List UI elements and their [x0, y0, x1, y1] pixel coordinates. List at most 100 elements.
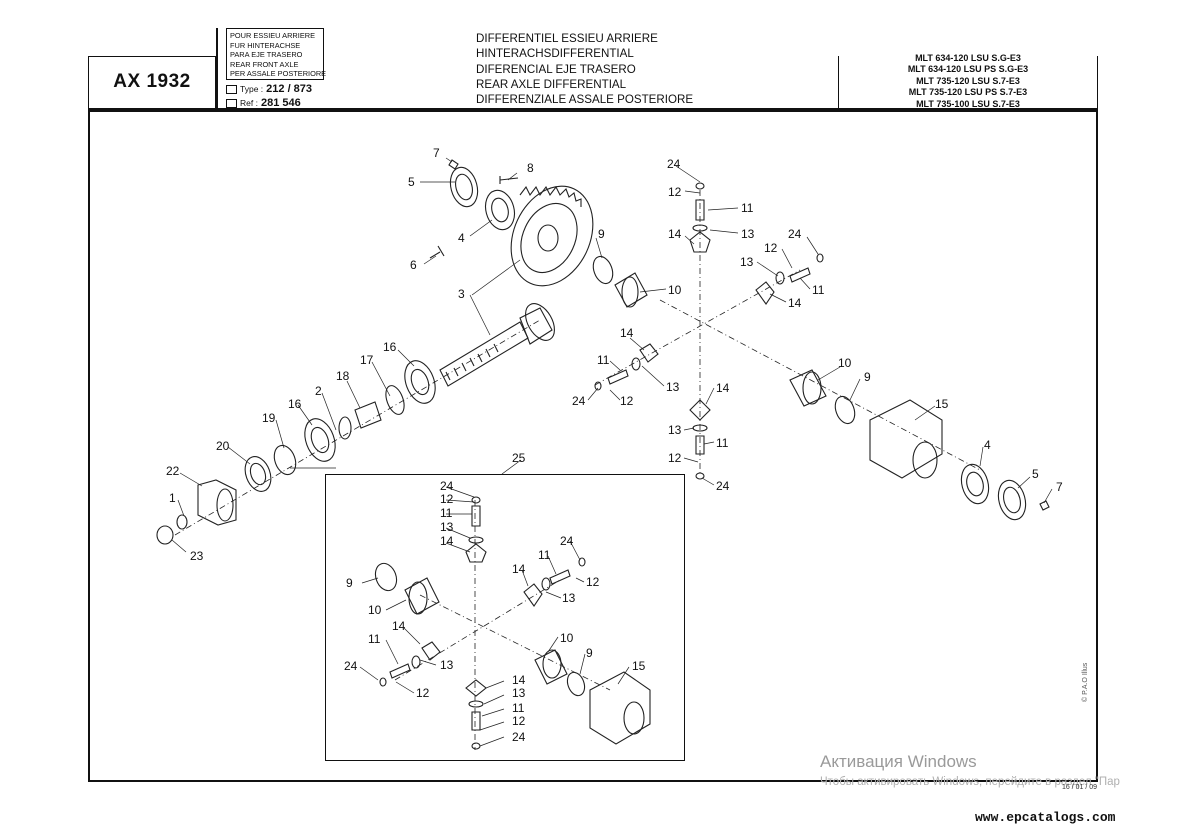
- callout-20: 20: [216, 439, 230, 453]
- diff-case-15-shape: [869, 399, 943, 479]
- bearing-4-right-shape: [960, 463, 990, 505]
- callout-14: 14: [668, 227, 682, 241]
- callout-14: 14: [716, 381, 730, 395]
- inset-callout-13: 13: [562, 591, 576, 605]
- callout-9: 9: [864, 370, 871, 384]
- callout-24: 24: [572, 394, 586, 408]
- inset-callout-13: 13: [440, 658, 454, 672]
- language-fr: POUR ESSIEU ARRIERE: [230, 31, 316, 40]
- copyright-side-text: © P.A.O Illus: [1082, 662, 1089, 702]
- pin-11-right-shape: [789, 267, 811, 283]
- pinion-14-bottom-shape: [689, 399, 711, 421]
- callout-14: 14: [620, 326, 634, 340]
- callout-10: 10: [838, 356, 852, 370]
- inset-detail-frame: [325, 474, 685, 761]
- inset-diff-case-15-shape: [589, 671, 651, 745]
- inset-callout-14: 14: [512, 562, 526, 576]
- bearing-4-shape: [484, 189, 516, 231]
- title-en: REAR AXLE DIFFERENTIAL: [476, 77, 627, 91]
- bearing-16-top-shape: [404, 360, 436, 404]
- inset-pinion-14-left-shape: [421, 641, 441, 661]
- callout-13: 13: [741, 227, 755, 241]
- crown-wheel-shape: [510, 185, 594, 287]
- ref-line: Ref : 281 546: [226, 97, 301, 109]
- inset-callout-9: 9: [586, 646, 593, 660]
- inset-pin-11-right-shape: [549, 569, 571, 585]
- inset-callout-12: 12: [512, 714, 526, 728]
- side-gear-10-shape: [614, 272, 648, 308]
- seal-20-shape: [244, 456, 272, 492]
- ref-value: 281 546: [260, 97, 301, 109]
- bolt-7-shape: [448, 159, 459, 170]
- inset-washer-9-right-shape: [566, 671, 586, 697]
- inset-callout-13: 13: [512, 686, 526, 700]
- callout-12: 12: [668, 185, 682, 199]
- washer-9-shape: [592, 255, 614, 285]
- nut-23-shape: [156, 525, 174, 545]
- callout-16: 16: [383, 340, 397, 354]
- inset-callout-14: 14: [512, 673, 526, 687]
- language-box: POUR ESSIEU ARRIERE FUR HINTERACHSE PARA…: [226, 28, 326, 80]
- callout-13: 13: [668, 423, 682, 437]
- inset-callout-24: 24: [560, 534, 574, 548]
- callout-10: 10: [668, 283, 682, 297]
- callout-22: 22: [166, 464, 180, 478]
- inset-callout-24: 24: [344, 659, 358, 673]
- pin-11-bottom-shape: [695, 435, 705, 455]
- main-callouts: 7 8 5 4 6 3 9 10 24 12 11 13 14 24 12 13…: [166, 146, 1063, 563]
- callout-8: 8: [527, 161, 534, 175]
- title-de: HINTERACHSDIFFERENTIAL: [476, 47, 634, 61]
- pin-11-left-shape: [607, 369, 629, 385]
- inset-washer-9-shape: [374, 562, 398, 592]
- inset-callout-14: 14: [440, 534, 454, 548]
- type-label: Type :: [240, 84, 264, 94]
- callout-17: 17: [360, 353, 374, 367]
- inset-pinion-14-top-shape: [465, 543, 487, 563]
- language-en: REAR FRONT AXLE: [230, 59, 299, 69]
- pinion-14-left-shape: [639, 343, 659, 363]
- inset-pin-11-bottom-shape: [471, 711, 481, 731]
- model-4: MLT 735-120 LSU PS S.7-E3: [908, 87, 1028, 98]
- gear-5-right-shape: [997, 479, 1027, 521]
- inset-pinion-14-right-shape: [523, 583, 543, 607]
- callout-14: 14: [788, 296, 802, 310]
- callout-12: 12: [668, 451, 682, 465]
- type-line: Type : 212 / 873: [226, 83, 312, 95]
- washer-9-right-shape: [834, 395, 856, 425]
- callout-25: 25: [512, 451, 526, 465]
- header-rule: [88, 108, 1098, 110]
- callout-24: 24: [667, 157, 681, 171]
- type-checkbox-icon: [226, 84, 237, 94]
- inset-side-gear-10-right-shape: [534, 649, 568, 685]
- callout-19: 19: [262, 411, 276, 425]
- inset-pinion-14-bottom-shape: [465, 679, 487, 697]
- callout-1: 1: [169, 491, 176, 505]
- callout-12: 12: [764, 241, 778, 255]
- callout-23: 23: [190, 549, 204, 563]
- inset-callout-9: 9: [346, 576, 353, 590]
- inset-callout-14: 14: [392, 619, 406, 633]
- callout-3: 3: [458, 287, 465, 301]
- document-code: AX 1932: [113, 71, 191, 92]
- inset-callout-11: 11: [512, 701, 525, 715]
- pinion-14-top-shape: [689, 231, 711, 253]
- inset-callout-11: 11: [538, 548, 551, 562]
- website-link[interactable]: www.epcatalogs.com: [975, 810, 1116, 825]
- model-1: MLT 634-120 LSU S.G-E3: [915, 53, 1021, 63]
- inset-callout-10: 10: [560, 631, 574, 645]
- bolt-7-right-shape: [1039, 500, 1050, 511]
- flange-22-shape: [197, 479, 237, 526]
- pinion-shaft-shape: [439, 303, 555, 387]
- language-es: PARA EJE TRASERO: [230, 50, 303, 60]
- inset-callout-10: 10: [368, 603, 382, 617]
- callout-7: 7: [433, 146, 440, 160]
- type-value: 212 / 873: [266, 83, 313, 95]
- inset-callout-11: 11: [440, 506, 453, 520]
- drawing-frame: [88, 110, 1098, 782]
- side-gear-10-right-shape: [789, 369, 827, 407]
- bearing-16-shape: [304, 418, 336, 462]
- callout-12: 12: [620, 394, 634, 408]
- header-divider: [216, 28, 218, 110]
- model-3: MLT 735-120 LSU S.7-E3: [916, 75, 1020, 86]
